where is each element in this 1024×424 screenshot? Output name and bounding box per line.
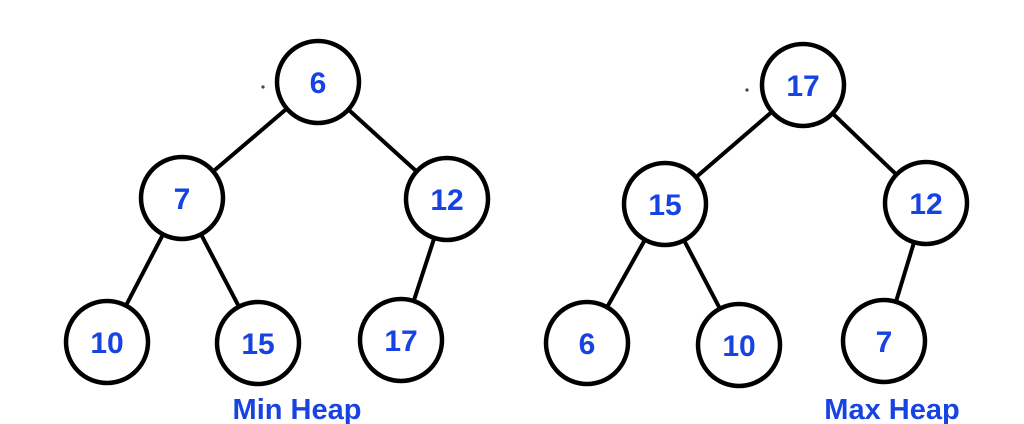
node-value: 7	[174, 183, 191, 216]
node-circle	[882, 159, 970, 247]
node-circle	[695, 301, 783, 389]
node-circle	[543, 299, 631, 387]
node-circle	[840, 297, 928, 385]
min-heap-node-left-left-child: 10	[63, 298, 151, 386]
min-heap-node-left-child: 7	[138, 154, 226, 242]
node-circle	[214, 299, 302, 387]
node-value: 6	[579, 328, 596, 361]
max-heap-label: Max Heap	[824, 394, 959, 424]
min-heap-node-left-right-child: 15	[214, 299, 302, 387]
min-heap-node-root: 6	[274, 38, 362, 126]
min-heap-node-right-child: 12	[403, 155, 491, 243]
node-circle	[63, 298, 151, 386]
max-heap-node-right-left-child: 7	[840, 297, 928, 385]
max-heap-node-left-right-child: 10	[695, 301, 783, 389]
node-value: 10	[722, 330, 755, 363]
node-circle	[357, 296, 445, 384]
min-heap-node-right-left-child: 17	[357, 296, 445, 384]
ink-speck	[745, 88, 749, 92]
node-circle	[138, 154, 226, 242]
node-value: 15	[241, 328, 274, 361]
min-heap-label: Min Heap	[233, 394, 362, 424]
max-heap-node-root: 17	[759, 41, 847, 129]
node-circle	[274, 38, 362, 126]
node-value: 6	[310, 67, 327, 100]
node-value: 12	[909, 188, 942, 221]
max-heap-node-left-left-child: 6	[543, 299, 631, 387]
node-value: 17	[786, 70, 819, 103]
max-heap-node-right-child: 12	[882, 159, 970, 247]
node-value: 12	[430, 184, 463, 217]
node-value: 10	[90, 327, 123, 360]
ink-speck	[261, 85, 265, 89]
node-circle	[403, 155, 491, 243]
max-heap-node-left-child: 15	[621, 160, 709, 248]
node-value: 17	[384, 325, 417, 358]
node-circle	[759, 41, 847, 129]
node-value: 7	[876, 326, 893, 359]
node-circle	[621, 160, 709, 248]
node-value: 15	[648, 189, 681, 222]
